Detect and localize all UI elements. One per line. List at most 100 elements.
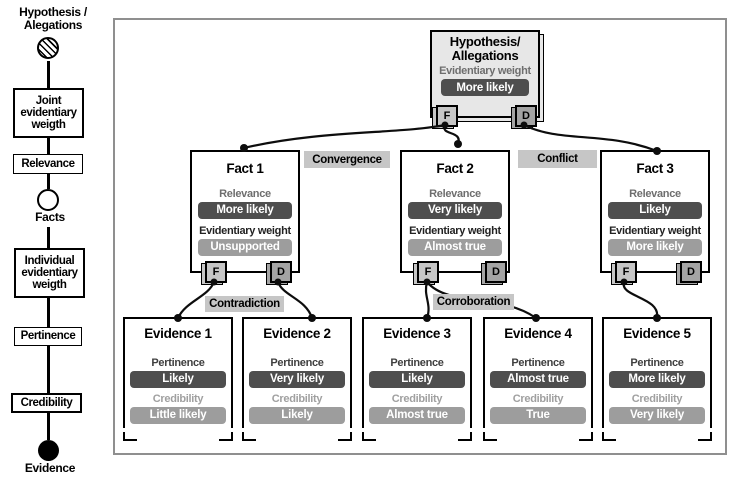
bottom-left-bracket <box>602 432 616 441</box>
evidence-node-icon <box>38 440 59 461</box>
credibility-label: Credibility <box>271 392 323 405</box>
evidentiary-weight-label: Evidentiary weight <box>199 224 291 237</box>
evidentiary-weight-label: Evidentiary weight <box>609 224 701 237</box>
evidentiary-weight-badge: Almost true <box>408 238 502 256</box>
fact-card-3: Fact 3 Relevance Likely Evidentiary weig… <box>600 150 710 283</box>
credibility-label: Credibility <box>391 392 443 405</box>
fact-card-1: Fact 1 Relevance More likely Evidentiary… <box>190 150 300 283</box>
credibility-label: Credibility <box>152 392 204 405</box>
credibility-badge: Almost true <box>369 406 465 424</box>
legend-connector <box>47 346 50 393</box>
legend-joint-weight-text: Joint evidentiary weigth <box>20 94 77 132</box>
credibility-badge: Likely <box>249 406 345 424</box>
credibility-label: Credibility <box>631 392 683 405</box>
relevance-label: Relevance <box>219 187 271 200</box>
hypothesis-weight-badge: More likely <box>441 79 529 97</box>
pertinence-badge: Likely <box>130 370 226 388</box>
relation-label-corroboration: Corroboration <box>433 294 514 310</box>
bottom-left-bracket <box>242 432 256 441</box>
pertinence-label: Pertinence <box>390 356 444 369</box>
relation-label-convergence: Convergence <box>304 151 390 168</box>
credibility-badge: True <box>490 406 586 424</box>
evidentiary-weight-badge: More likely <box>608 238 702 256</box>
pertinence-badge: Likely <box>369 370 465 388</box>
bottom-right-bracket <box>579 432 593 441</box>
evidence-body: Evidence 2 Pertinence Very likely Credib… <box>242 317 352 428</box>
pertinence-badge: More likely <box>609 370 705 388</box>
bottom-right-bracket <box>219 432 233 441</box>
evidentiary-weight-badge: Unsupported <box>198 238 292 256</box>
evidence-body: Evidence 3 Pertinence Likely Credibility… <box>362 317 472 428</box>
hypothesis-weight-label: Evidentiary weight <box>439 65 531 78</box>
legend-connector <box>47 298 50 327</box>
legend-connector <box>47 138 50 154</box>
legend-evidence-text: Evidence <box>24 461 76 475</box>
legend-individual-weight-text: Individual evidentiary weigth <box>21 254 78 292</box>
legend-joint-weight-box: Joint evidentiary weigth <box>13 88 84 138</box>
evidence-card-3: Evidence 3 Pertinence Likely Credibility… <box>362 317 472 441</box>
evidence-card-2: Evidence 2 Pertinence Very likely Credib… <box>242 317 352 441</box>
evidence-title: Evidence 4 <box>504 326 572 341</box>
pertinence-badge: Very likely <box>249 370 345 388</box>
fact1-tab-d: D <box>270 261 292 283</box>
credibility-badge: Very likely <box>609 406 705 424</box>
legend-facts-label: Facts <box>6 210 94 224</box>
legend-credibility-text: Credibility <box>20 396 73 409</box>
hypothesis-tab-d: D <box>515 105 537 127</box>
fact-node-icon <box>37 189 59 211</box>
legend-connector <box>47 227 50 248</box>
legend-evidence-label: Evidence <box>6 461 94 475</box>
legend-credibility-box: Credibility <box>11 393 82 413</box>
legend-hypothesis-label-line2: Alegations <box>23 18 83 33</box>
relevance-label: Relevance <box>629 187 681 200</box>
bottom-right-bracket <box>458 432 472 441</box>
fact-title: Fact 1 <box>226 161 264 176</box>
evidence-card-4: Evidence 4 Pertinence Almost true Credib… <box>483 317 593 441</box>
fact-title: Fact 2 <box>436 161 474 176</box>
evidence-title: Evidence 3 <box>383 326 451 341</box>
evidence-title: Evidence 1 <box>144 326 212 341</box>
credibility-label: Credibility <box>512 392 564 405</box>
fact2-tab-d: D <box>485 261 507 283</box>
evidence-card-1: Evidence 1 Pertinence Likely Credibility… <box>123 317 233 441</box>
legend-facts-text: Facts <box>35 210 65 224</box>
hypothesis-card: Hypothesis/ Allegations Evidentiary weig… <box>430 30 540 127</box>
hypothesis-title: Hypothesis/ Allegations <box>432 34 538 64</box>
bottom-left-bracket <box>362 432 376 441</box>
evidence-body: Evidence 1 Pertinence Likely Credibility… <box>123 317 233 428</box>
legend-pertinence-text: Pertinence <box>20 330 76 343</box>
relevance-badge: Very likely <box>408 201 502 219</box>
relevance-badge: Likely <box>608 201 702 219</box>
fact1-tab-f: F <box>205 261 227 283</box>
evidence-card-5: Evidence 5 Pertinence More likely Credib… <box>602 317 712 441</box>
relation-label-conflict: Conflict <box>518 150 597 168</box>
evidence-title: Evidence 5 <box>623 326 691 341</box>
pertinence-label: Pertinence <box>630 356 684 369</box>
pertinence-label: Pertinence <box>151 356 205 369</box>
relevance-label: Relevance <box>429 187 481 200</box>
pertinence-label: Pertinence <box>511 356 565 369</box>
fact3-tab-f: F <box>615 261 637 283</box>
legend-hypothesis-label: Hypothesis / Alegations <box>6 5 100 33</box>
legend-connector <box>47 413 50 440</box>
fact-title: Fact 3 <box>636 161 674 176</box>
legend-pertinence-box: Pertinence <box>14 327 82 346</box>
bottom-right-bracket <box>338 432 352 441</box>
hypothesis-title-line1: Hypothesis/ <box>449 34 521 49</box>
legend-relevance-text: Relevance <box>21 157 75 170</box>
evidence-title: Evidence 2 <box>263 326 331 341</box>
evidence-body: Evidence 5 Pertinence More likely Credib… <box>602 317 712 428</box>
hypothesis-node-icon <box>37 37 59 59</box>
fact3-tab-d: D <box>680 261 702 283</box>
hypothesis-title-line2: Allegations <box>451 48 519 64</box>
fact2-tab-f: F <box>417 261 439 283</box>
bottom-right-bracket <box>698 432 712 441</box>
pertinence-label: Pertinence <box>270 356 324 369</box>
legend-relevance-box: Relevance <box>13 154 83 174</box>
fact-card-2: Fact 2 Relevance Very likely Evidentiary… <box>400 150 510 283</box>
bottom-left-bracket <box>123 432 137 441</box>
legend-connector <box>47 174 50 189</box>
legend-connector <box>47 61 50 88</box>
evidentiary-weight-label: Evidentiary weight <box>409 224 501 237</box>
relation-label-contradiction: Contradiction <box>205 296 284 312</box>
